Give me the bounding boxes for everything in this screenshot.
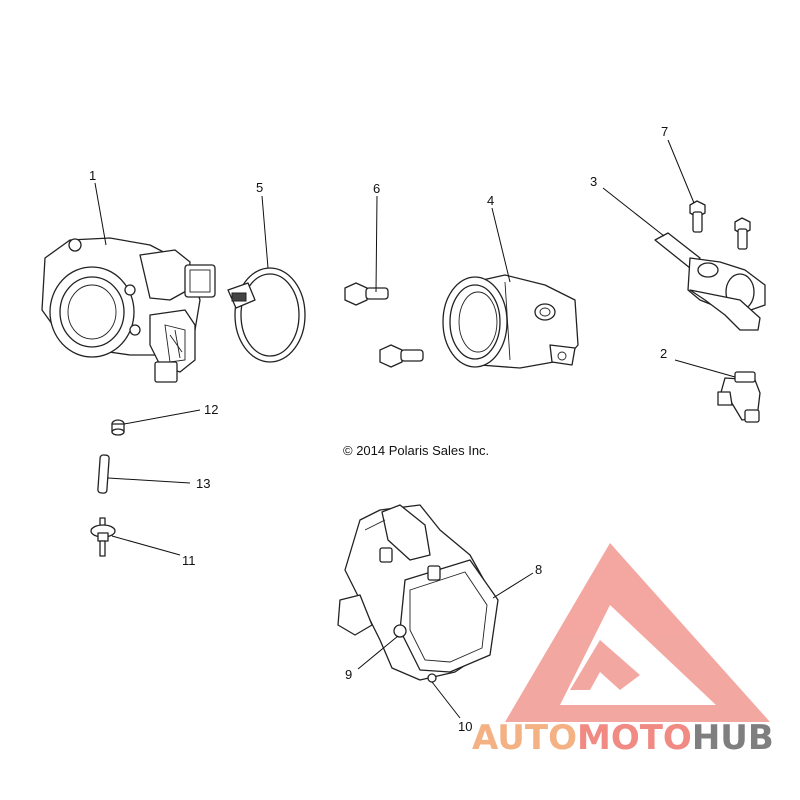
small-cap [111, 419, 125, 436]
bolt-pair [344, 282, 424, 368]
hose-clamp [227, 267, 306, 363]
leader-lines [94, 139, 736, 719]
throttle-body-assembly [41, 237, 216, 383]
callout-12: 12 [204, 402, 218, 417]
callout-11: 11 [182, 553, 196, 568]
callout-10: 10 [458, 719, 472, 734]
stud-screw [90, 517, 116, 557]
callout-6: 6 [373, 181, 380, 196]
callout-7: 7 [661, 124, 668, 139]
watermark-brand: AUTOMOTOHUB [472, 718, 774, 758]
fuel-injector [717, 371, 761, 423]
dowel-pin [97, 454, 110, 494]
watermark-moto: MOTO [577, 718, 692, 758]
fuel-rail-assembly [654, 200, 766, 331]
callout-4: 4 [487, 193, 494, 208]
watermark-inner-mark [570, 640, 640, 690]
throttle-body-detail [337, 504, 499, 683]
callout-9: 9 [345, 667, 352, 682]
watermark-auto: AUTO [472, 718, 577, 758]
callout-8: 8 [535, 562, 542, 577]
copyright-notice: © 2014 Polaris Sales Inc. [343, 443, 489, 458]
callout-3: 3 [590, 174, 597, 189]
watermark-triangle [505, 543, 770, 722]
callout-5: 5 [256, 180, 263, 195]
callout-1: 1 [89, 168, 96, 183]
watermark-hub: HUB [692, 718, 774, 758]
watermark-logo [505, 543, 770, 722]
callout-2: 2 [660, 346, 667, 361]
callout-13: 13 [196, 476, 210, 491]
intake-adapter [442, 274, 579, 369]
